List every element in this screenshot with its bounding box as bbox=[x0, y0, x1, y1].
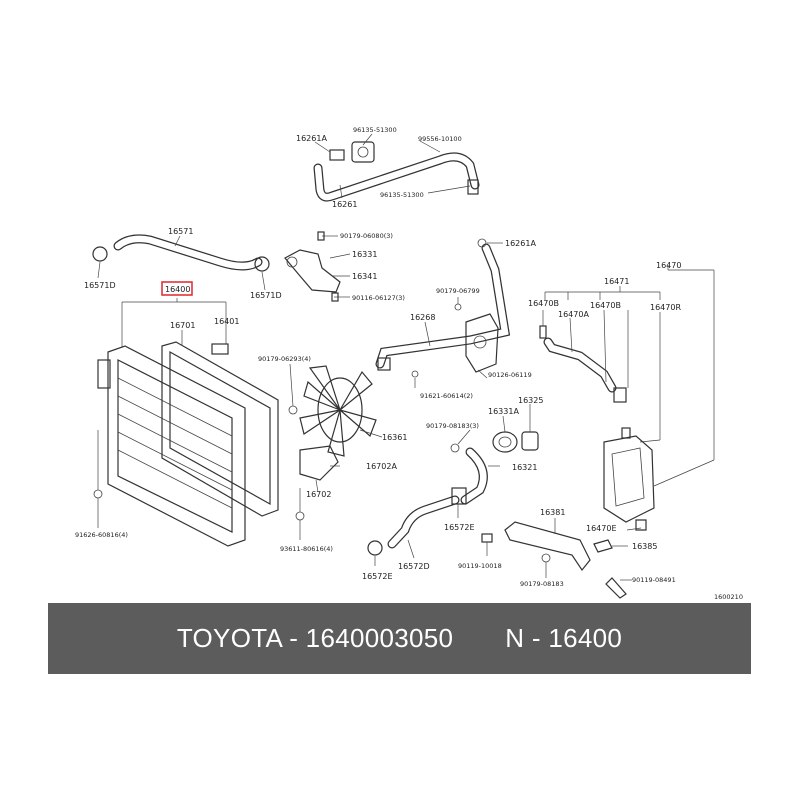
label-90116-06127: 90116-06127(3) bbox=[352, 294, 405, 302]
label-16261A-right: 16261A bbox=[505, 239, 536, 248]
label-16331: 16331 bbox=[352, 250, 377, 259]
label-16471: 16471 bbox=[604, 277, 629, 286]
label-16470B-b: 16470B bbox=[590, 301, 621, 310]
label-16571D-left: 16571D bbox=[84, 281, 116, 290]
label-16470R: 16470R bbox=[650, 303, 681, 312]
drawing-code: 1600210 bbox=[714, 593, 743, 601]
part-labels: 16261A 96135-51300 99556-10100 96135-513… bbox=[75, 126, 743, 601]
label-90179-06080: 90179-06080(3) bbox=[340, 232, 393, 240]
thermostat bbox=[450, 404, 539, 453]
cooling-fan bbox=[288, 363, 383, 540]
label-90179-06293: 90179-06293(4) bbox=[258, 355, 311, 363]
label-16261A-top: 16261A bbox=[296, 134, 327, 143]
label-16261: 16261 bbox=[332, 200, 357, 209]
label-16572E-a: 16572E bbox=[444, 523, 475, 532]
label-96135-51300-b: 96135-51300 bbox=[380, 191, 424, 199]
label-16470A: 16470A bbox=[558, 310, 589, 319]
bypass-pipe-assembly bbox=[313, 133, 480, 202]
label-91621-60614: 91621-60614(2) bbox=[420, 392, 473, 400]
label-16268: 16268 bbox=[410, 313, 435, 322]
label-16470: 16470 bbox=[656, 261, 681, 270]
label-90119-10018: 90119-10018 bbox=[458, 562, 502, 570]
label-16400: 16400 bbox=[165, 285, 190, 294]
label-93611-80616: 93611-80616(4) bbox=[280, 545, 333, 553]
label-16341: 16341 bbox=[352, 272, 377, 281]
label-16401: 16401 bbox=[214, 317, 239, 326]
label-99556-10100: 99556-10100 bbox=[418, 135, 462, 143]
highlight-16400 bbox=[161, 281, 193, 296]
reference-number-text: N - 16400 bbox=[505, 623, 623, 653]
upper-radiator-hose bbox=[92, 234, 270, 291]
label-90179-08183-b: 90179-08183 bbox=[520, 580, 564, 588]
label-16571: 16571 bbox=[168, 227, 193, 236]
label-16572E-b: 16572E bbox=[362, 572, 393, 581]
label-16381: 16381 bbox=[540, 508, 565, 517]
label-16470E: 16470E bbox=[586, 524, 617, 533]
label-16702A: 16702A bbox=[366, 462, 397, 471]
radiator-assembly bbox=[93, 298, 279, 547]
label-16331A: 16331A bbox=[488, 407, 519, 416]
label-90179-06799: 90179-06799 bbox=[436, 287, 480, 295]
label-16321: 16321 bbox=[512, 463, 537, 472]
label-91626-60816: 91626-60816(4) bbox=[75, 531, 128, 539]
label-16385: 16385 bbox=[632, 542, 657, 551]
water-pipe bbox=[375, 238, 511, 388]
reservoir-bracket bbox=[481, 518, 632, 599]
water-outlet bbox=[284, 231, 351, 302]
label-16470B-a: 16470B bbox=[528, 299, 559, 308]
part-number-text: TOYOTA - 1640003050 bbox=[176, 623, 454, 653]
label-96135-51300-a: 96135-51300 bbox=[353, 126, 397, 134]
lower-radiator-hose bbox=[367, 447, 500, 566]
label-90126-06119: 90126-06119 bbox=[488, 371, 532, 379]
label-16571D-right: 16571D bbox=[250, 291, 282, 300]
label-16702: 16702 bbox=[306, 490, 331, 499]
label-90119-08491: 90119-08491 bbox=[632, 576, 676, 584]
label-16572D: 16572D bbox=[398, 562, 430, 571]
part-number-banner: TOYOTA - 1640003050 N - 16400 bbox=[48, 603, 751, 674]
label-90179-08183-a: 90179-08183(3) bbox=[426, 422, 479, 430]
label-16701: 16701 bbox=[170, 321, 195, 330]
label-16361: 16361 bbox=[382, 433, 407, 442]
label-16325: 16325 bbox=[518, 396, 543, 405]
reservoir-tank bbox=[539, 265, 715, 531]
